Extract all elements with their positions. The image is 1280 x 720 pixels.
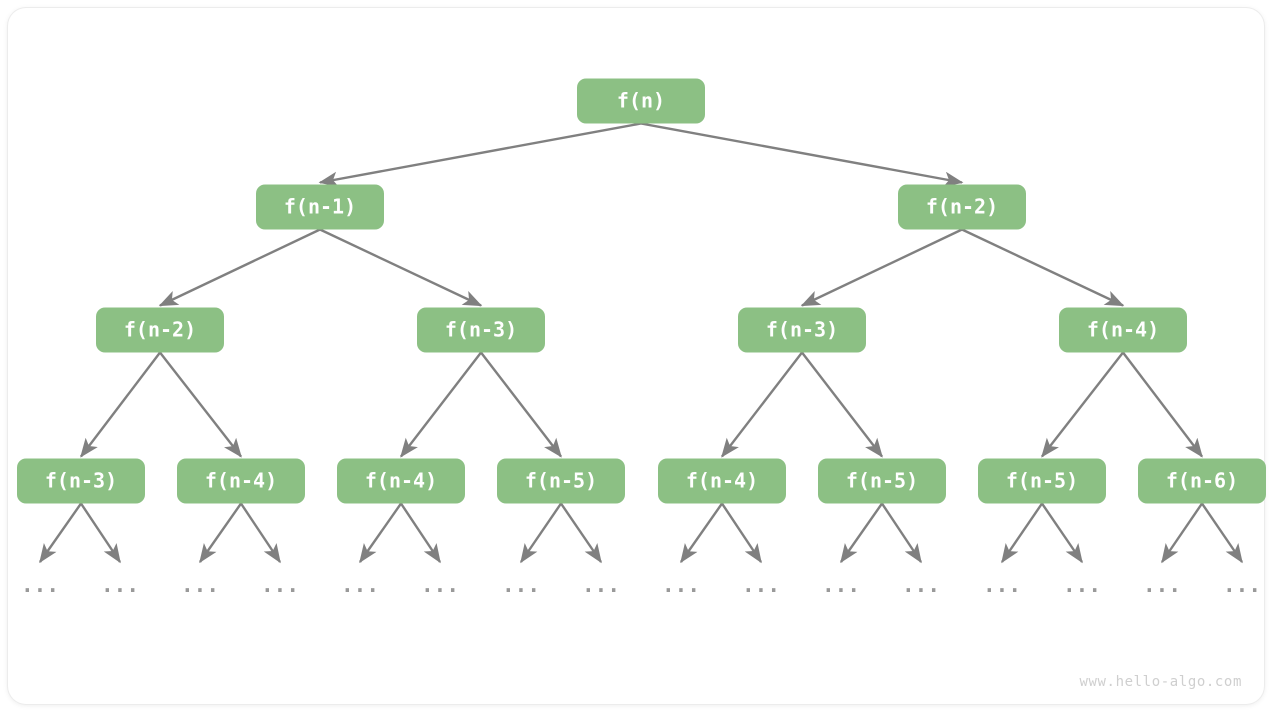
tree-edge [319,228,483,307]
tree-node-box[interactable] [256,184,384,230]
tree-edge-to-ellipsis [199,502,242,564]
tree-edge-to-ellipsis [1161,502,1203,564]
nodes-layer: f(n) f(n-1) f(n-2) f(n-2) f(n-3) f(n-3) f(n-4)… [17,78,1266,504]
tree-node-label: f(n-3) [45,469,117,493]
tree-node-label: f(n-4) [365,469,437,493]
tree-node-box[interactable] [96,307,224,353]
tree-node[interactable]: f(n) [577,78,705,124]
tree-edge [640,122,964,187]
tree-node-label: f(n-1) [284,195,356,219]
tree-node-box[interactable] [818,458,946,504]
tree-edge-to-ellipsis [680,502,723,564]
tree-node-box[interactable] [1138,458,1266,504]
tree-node[interactable]: f(n-3) [417,307,545,353]
tree-node[interactable]: f(n-4) [177,458,305,504]
tree-node[interactable]: f(n-4) [337,458,465,504]
leaf-ellipsis: ... [502,573,540,597]
tree-node-label: f(n-5) [525,469,597,493]
tree-node-label: f(n-4) [1087,318,1159,342]
tree-node-label: f(n-5) [1006,469,1078,493]
tree-edge-to-ellipsis [560,502,602,564]
tree-node[interactable]: f(n-5) [497,458,625,504]
leaf-ellipsis: ... [1223,573,1261,597]
tree-node[interactable]: f(n-4) [658,458,786,504]
tree-node-box[interactable] [417,307,545,353]
tree-node-label: f(n) [617,89,665,113]
tree-node[interactable]: f(n-5) [978,458,1106,504]
tree-node-box[interactable] [177,458,305,504]
tree-edge [721,351,803,458]
tree-edge-to-ellipsis [721,502,762,564]
leaf-ellipsis: ... [341,573,379,597]
tree-edge [961,228,1125,307]
tree-node[interactable]: f(n-2) [96,307,224,353]
tree-edge [80,351,161,458]
tree-node-box[interactable] [1059,307,1187,353]
tree-node[interactable]: f(n-6) [1138,458,1266,504]
tree-edge [1041,351,1124,458]
leaf-ellipsis: ... [582,573,620,597]
tree-node-box[interactable] [738,307,866,353]
tree-edge [318,122,642,187]
tree-edge-to-ellipsis [80,502,121,564]
tree-edge-to-ellipsis [1201,502,1243,564]
leaf-ellipsis: ... [1063,573,1101,597]
leaf-ellipsis: ... [822,573,860,597]
tree-edge-to-ellipsis [400,502,441,564]
tree-node-label: f(n-2) [124,318,196,342]
tree-node-label: f(n-6) [1166,469,1238,493]
edges-layer [39,122,1243,564]
tree-edge [158,228,321,307]
tree-node-label: f(n-3) [445,318,517,342]
tree-node-label: f(n-2) [926,195,998,219]
tree-node-box[interactable] [898,184,1026,230]
tree-edge [159,351,242,458]
tree-node[interactable]: f(n-4) [1059,307,1187,353]
tree-edge [480,351,562,458]
tree-edge [801,351,883,458]
leaf-ellipsis: ... [21,573,59,597]
tree-edge-to-ellipsis [881,502,922,564]
tree-edge-to-ellipsis [39,502,82,564]
leaf-ellipsis: ... [983,573,1021,597]
tree-node[interactable]: f(n-5) [818,458,946,504]
tree-edge-to-ellipsis [240,502,281,564]
tree-node-box[interactable] [337,458,465,504]
tree-node-label: f(n-4) [686,469,758,493]
tree-edge [800,228,963,307]
leaf-ellipsis: ... [902,573,940,597]
leaf-ellipsis: ... [662,573,700,597]
tree-node-box[interactable] [658,458,786,504]
tree-edge-to-ellipsis [359,502,402,564]
tree-node-box[interactable] [577,78,705,124]
tree-node[interactable]: f(n-3) [738,307,866,353]
leaf-ellipses-layer: ........................................… [21,573,1261,597]
tree-node-label: f(n-4) [205,469,277,493]
tree-node-box[interactable] [978,458,1106,504]
tree-edge-to-ellipsis [1041,502,1083,564]
tree-edge [400,351,482,458]
tree-edge-to-ellipsis [840,502,883,564]
watermark-label: www.hello-algo.com [1079,674,1242,690]
leaf-ellipsis: ... [101,573,139,597]
tree-node[interactable]: f(n-3) [17,458,145,504]
tree-node[interactable]: f(n-2) [898,184,1026,230]
leaf-ellipsis: ... [421,573,459,597]
leaf-ellipsis: ... [742,573,780,597]
tree-node[interactable]: f(n-1) [256,184,384,230]
tree-edge-to-ellipsis [1001,502,1043,564]
tree-edge [1122,351,1203,458]
tree-node-box[interactable] [17,458,145,504]
tree-node-label: f(n-3) [766,318,838,342]
leaf-ellipsis: ... [261,573,299,597]
tree-node-label: f(n-5) [846,469,918,493]
tree-node-box[interactable] [497,458,625,504]
leaf-ellipsis: ... [1143,573,1181,597]
leaf-ellipsis: ... [181,573,219,597]
tree-edge-to-ellipsis [520,502,562,564]
